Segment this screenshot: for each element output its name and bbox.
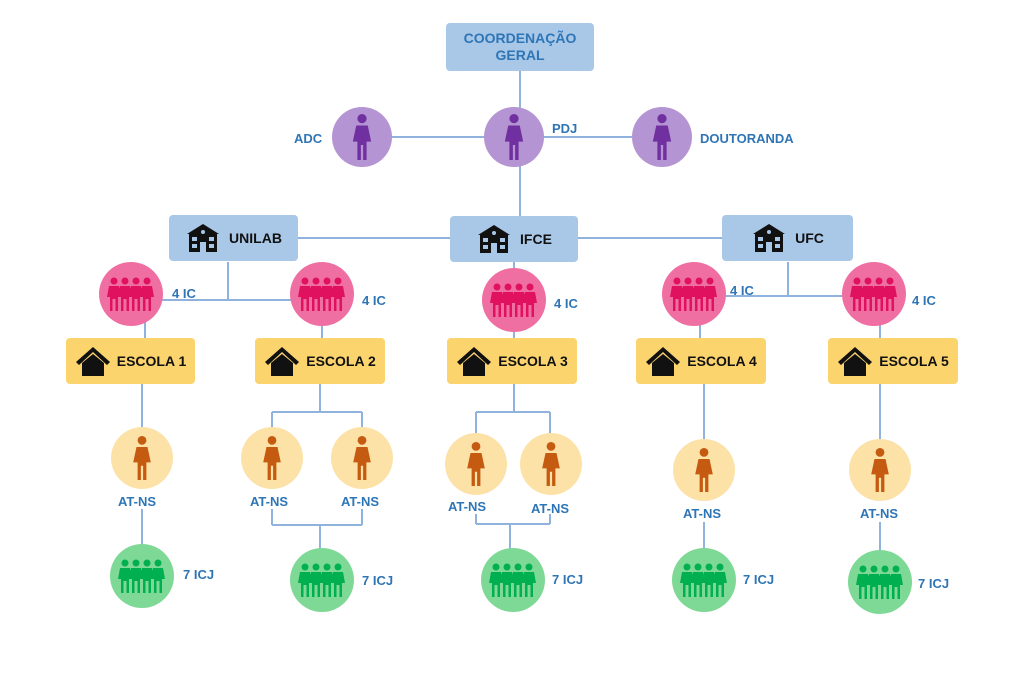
woman-icon <box>133 436 151 480</box>
woman-icon <box>652 114 672 160</box>
ic-label: 4 IC <box>554 296 578 311</box>
ic-group-2 <box>290 262 354 326</box>
woman-icon <box>353 436 371 480</box>
school-3: ESCOLA 3 <box>447 338 577 384</box>
group-women-icon <box>298 277 345 311</box>
pdj-circle <box>484 107 544 167</box>
atns-6 <box>673 439 735 501</box>
atns-7 <box>849 439 911 501</box>
group-women-icon <box>118 559 165 593</box>
institution-ufc: UFC <box>722 215 853 261</box>
atns-label: AT-NS <box>341 494 380 509</box>
icj-group-2 <box>290 548 354 612</box>
adc-label: ADC <box>294 131 323 146</box>
group-women-icon <box>670 277 717 311</box>
school-building-icon <box>478 225 511 253</box>
atns-label: AT-NS <box>118 494 157 509</box>
atns-4 <box>445 433 507 495</box>
ic-group-4 <box>662 262 726 326</box>
group-women-icon <box>107 277 154 311</box>
icj-label: 7 ICJ <box>552 572 584 587</box>
atns-3 <box>331 427 393 489</box>
atns-label: AT-NS <box>860 506 899 521</box>
atns-2 <box>241 427 303 489</box>
ic-group-1 <box>99 262 163 326</box>
icj-label: 7 ICJ <box>362 573 394 588</box>
doutoranda-circle <box>632 107 692 167</box>
school-4: ESCOLA 4 <box>636 338 766 384</box>
woman-icon <box>504 114 524 160</box>
group-women-icon <box>298 563 345 597</box>
woman-icon <box>695 448 713 492</box>
woman-icon <box>542 442 560 486</box>
school-building-icon <box>187 224 220 252</box>
school-label: ESCOLA 3 <box>498 353 568 369</box>
woman-icon <box>263 436 281 480</box>
group-women-icon <box>856 565 903 599</box>
institution-unilab: UNILAB <box>169 215 298 261</box>
woman-icon <box>352 114 372 160</box>
group-women-icon <box>680 563 727 597</box>
school-label: ESCOLA 2 <box>306 353 376 369</box>
institution-label: UNILAB <box>229 230 282 246</box>
pdj-label: PDJ <box>552 121 578 136</box>
doutoranda-label: DOUTORANDA <box>700 131 794 146</box>
ic-group-3 <box>482 268 546 332</box>
adc-circle <box>332 107 392 167</box>
icj-label: 7 ICJ <box>743 572 775 587</box>
house-icon <box>646 347 681 376</box>
icj-group-5 <box>848 550 912 614</box>
coordination-title-line1: COORDENAÇÃO <box>463 30 577 46</box>
icj-label: 7 ICJ <box>183 567 215 582</box>
woman-icon <box>871 448 889 492</box>
atns-1 <box>111 427 173 489</box>
institution-label: IFCE <box>520 231 552 247</box>
ic-label: 4 IC <box>362 293 386 308</box>
atns-label: AT-NS <box>683 506 722 521</box>
school-2: ESCOLA 2 <box>255 338 385 384</box>
atns-label: AT-NS <box>250 494 289 509</box>
group-women-icon <box>490 283 537 317</box>
ic-label: 4 IC <box>172 286 196 301</box>
house-icon <box>838 347 873 376</box>
group-women-icon <box>850 277 897 311</box>
atns-5 <box>520 433 582 495</box>
atns-label: AT-NS <box>531 501 570 516</box>
school-label: ESCOLA 5 <box>879 353 949 369</box>
house-icon <box>75 347 110 376</box>
icj-group-3 <box>481 548 545 612</box>
institution-ifce: IFCE <box>450 216 578 262</box>
school-5: ESCOLA 5 <box>828 338 958 384</box>
house-icon <box>265 347 300 376</box>
ic-label: 4 IC <box>730 283 754 298</box>
icj-group-4 <box>672 548 736 612</box>
woman-icon <box>467 442 485 486</box>
institution-label: UFC <box>795 230 824 246</box>
ic-group-5 <box>842 262 906 326</box>
school-1: ESCOLA 1 <box>66 338 195 384</box>
school-label: ESCOLA 4 <box>687 353 757 369</box>
house-icon <box>457 347 492 376</box>
icj-group-1 <box>110 544 174 608</box>
group-women-icon <box>489 563 536 597</box>
school-label: ESCOLA 1 <box>116 353 187 369</box>
coordination-title-line2: GERAL <box>495 47 545 63</box>
atns-label: AT-NS <box>448 499 487 514</box>
ic-label: 4 IC <box>912 293 936 308</box>
school-building-icon <box>753 224 786 252</box>
coordination-box: COORDENAÇÃO GERAL <box>446 23 594 71</box>
icj-label: 7 ICJ <box>918 576 950 591</box>
